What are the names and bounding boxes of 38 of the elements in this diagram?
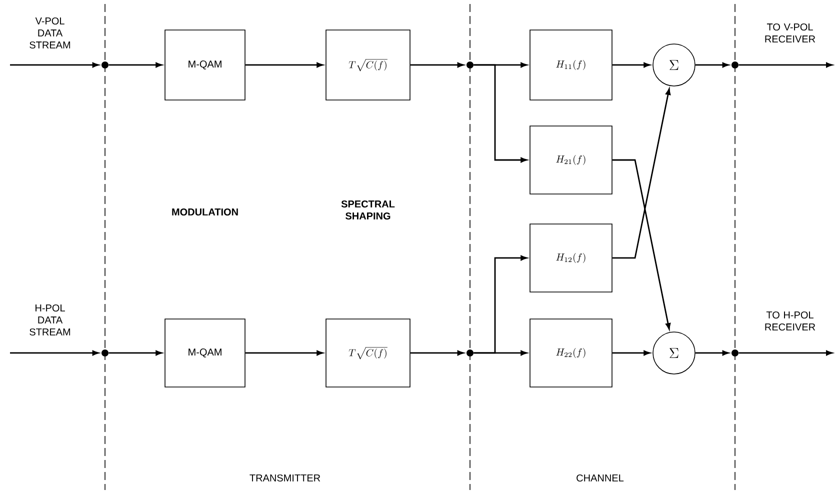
arrow <box>695 350 729 356</box>
arrow <box>108 350 162 356</box>
junction-dot <box>466 349 474 356</box>
arrow <box>410 62 464 68</box>
block-box: M-QAM <box>164 30 246 100</box>
block-box: $H_{21}(f)$ <box>530 126 612 194</box>
block-box: $T\sqrt{C(f)}$ <box>326 30 410 100</box>
block-box: $H_{22}(f)$ <box>530 318 612 388</box>
arrow <box>612 350 650 356</box>
label-text: MODULATION <box>172 208 238 216</box>
arrow <box>10 350 99 356</box>
block-box: $H_{11}(f)$ <box>530 30 612 100</box>
block-box: $T\sqrt{C(f)}$ <box>326 318 410 388</box>
junction-dot <box>102 62 108 68</box>
junction-dot <box>732 349 738 356</box>
arrow <box>612 62 650 68</box>
summing-junction: $\Sigma$ <box>652 44 696 86</box>
arrow <box>738 350 832 356</box>
arrow <box>612 159 671 330</box>
junction-dot <box>466 62 474 68</box>
arrow <box>738 62 832 68</box>
arrow <box>245 350 324 356</box>
summing-junction: $\Sigma$ <box>652 332 696 374</box>
junction-dot <box>732 62 738 68</box>
label-text: CHANNEL <box>576 474 624 482</box>
junction-dot <box>102 349 108 356</box>
arrow <box>108 62 162 68</box>
arrow <box>410 350 464 356</box>
arrow <box>474 64 528 163</box>
label-text: TRANSMITTER <box>250 474 320 482</box>
arrow <box>245 62 324 68</box>
label-text: SPECTRAL SHAPING <box>341 200 395 220</box>
block-box: $H_{12}(f)$ <box>530 224 612 292</box>
arrow <box>695 62 729 68</box>
arrow <box>612 88 671 259</box>
arrow <box>10 62 99 68</box>
block-box: M-QAM <box>164 318 246 388</box>
arrow <box>474 350 528 356</box>
